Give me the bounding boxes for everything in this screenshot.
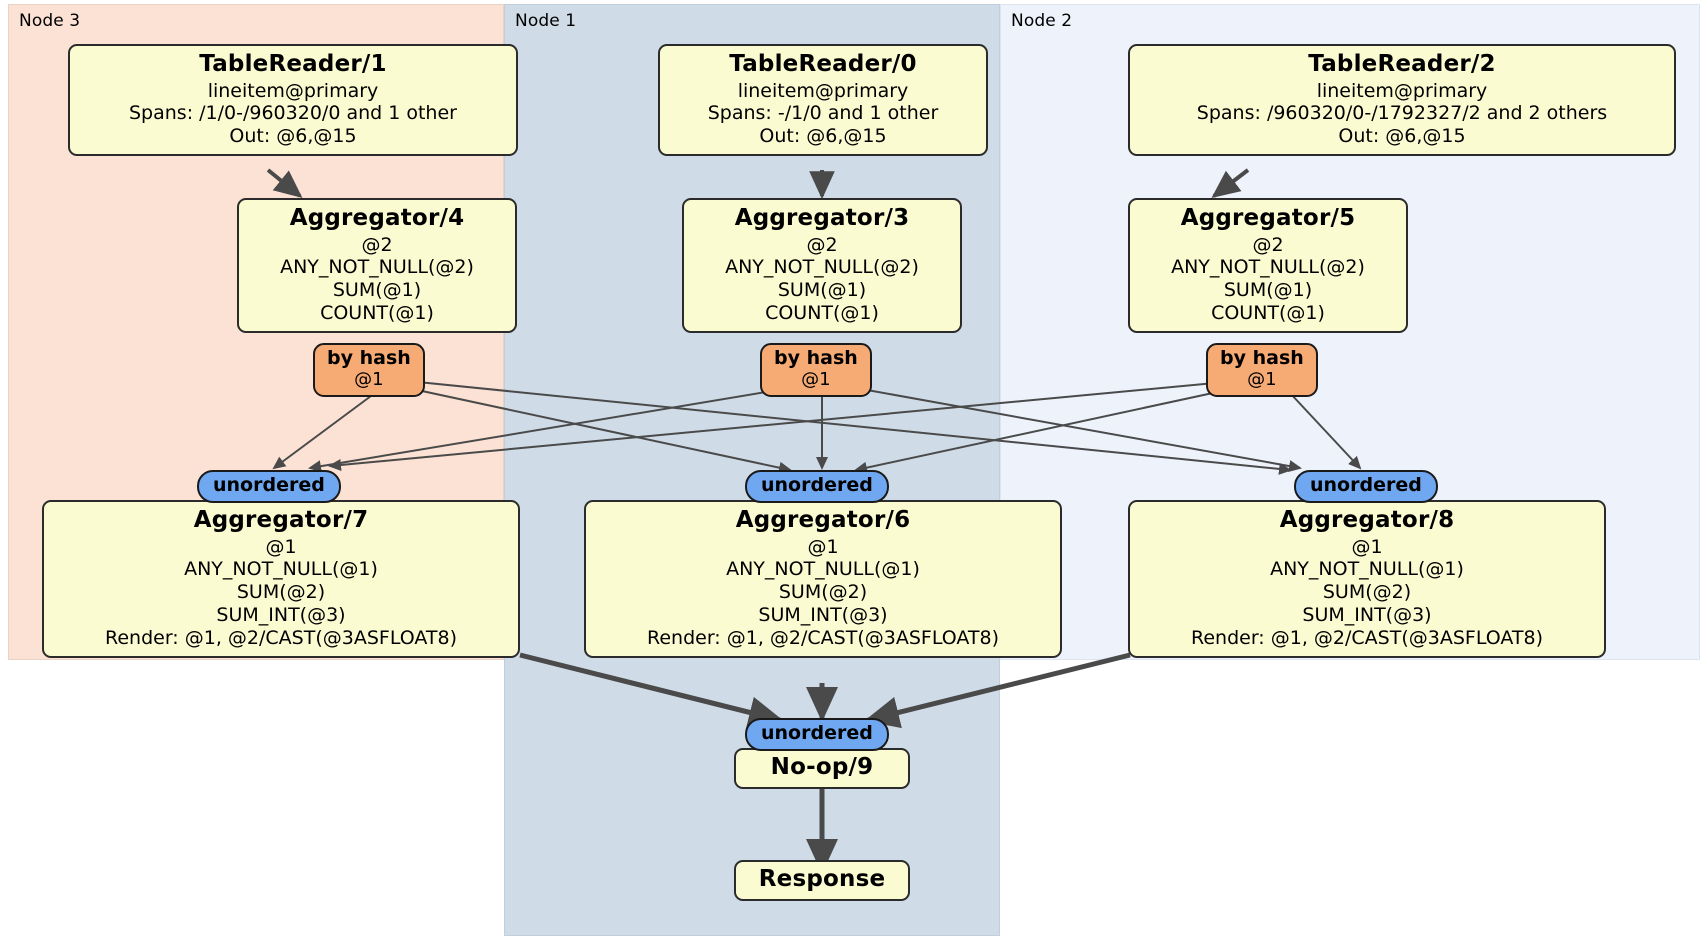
hash-router-label: by hash [1220, 347, 1304, 369]
processor-line: ANY_NOT_NULL(@2) [725, 256, 919, 279]
processor-aggregator-8[interactable]: Aggregator/8 @1 ANY_NOT_NULL(@1) SUM(@2)… [1128, 500, 1606, 658]
processor-line: ANY_NOT_NULL(@1) [726, 558, 920, 581]
processor-title: Response [758, 866, 886, 892]
processor-line: SUM(@1) [1223, 279, 1313, 302]
unordered-synchronizer-final[interactable]: unordered [745, 718, 889, 751]
processor-line: SUM_INT(@3) [1302, 603, 1432, 626]
processor-noop-9[interactable]: No-op/9 [734, 748, 910, 789]
processor-line: Out: @6,@15 [1338, 125, 1466, 148]
processor-line: SUM(@1) [332, 279, 422, 302]
unordered-synchronizer-label: unordered [761, 474, 873, 496]
processor-title: Aggregator/7 [193, 507, 369, 533]
processor-line: lineitem@primary [207, 79, 379, 102]
processor-title: Aggregator/6 [735, 507, 911, 533]
processor-line: Out: @6,@15 [229, 125, 357, 148]
hash-router-label: by hash [327, 347, 411, 369]
unordered-synchronizer-label: unordered [213, 474, 325, 496]
processor-line: Spans: -/1/0 and 1 other [707, 102, 939, 125]
processor-line: SUM_INT(@3) [216, 603, 346, 626]
processor-line: SUM(@1) [777, 279, 867, 302]
hash-router-column: @1 [354, 368, 384, 390]
processor-line: @1 [807, 535, 839, 558]
processor-line: Render: @1, @2/CAST(@3ASFLOAT8) [1191, 626, 1543, 649]
processor-line: ANY_NOT_NULL(@2) [1171, 256, 1365, 279]
node-panel-label-node2: Node 2 [1011, 11, 1073, 31]
processor-line: @1 [1351, 535, 1383, 558]
processor-title: Aggregator/8 [1279, 507, 1455, 533]
node-panel-label-node1: Node 1 [515, 11, 577, 31]
processor-title: No-op/9 [770, 754, 874, 780]
processor-line: COUNT(@1) [765, 301, 879, 324]
node-panel-label-node3: Node 3 [19, 11, 81, 31]
processor-aggregator-3[interactable]: Aggregator/3 @2 ANY_NOT_NULL(@2) SUM(@1)… [682, 198, 962, 333]
processor-title: TableReader/1 [199, 51, 387, 77]
processor-response[interactable]: Response [734, 860, 910, 901]
processor-line: SUM(@2) [236, 581, 326, 604]
unordered-synchronizer-node1[interactable]: unordered [745, 470, 889, 503]
processor-line: ANY_NOT_NULL(@1) [1270, 558, 1464, 581]
hash-router-node2[interactable]: by hash @1 [1206, 343, 1318, 397]
processor-line: lineitem@primary [1316, 79, 1488, 102]
processor-line: SUM_INT(@3) [758, 603, 888, 626]
processor-aggregator-5[interactable]: Aggregator/5 @2 ANY_NOT_NULL(@2) SUM(@1)… [1128, 198, 1408, 333]
processor-table-reader-1[interactable]: TableReader/1 lineitem@primary Spans: /1… [68, 44, 518, 156]
processor-line: Render: @1, @2/CAST(@3ASFLOAT8) [647, 626, 999, 649]
processor-line: @1 [265, 535, 297, 558]
processor-line: Out: @6,@15 [759, 125, 887, 148]
processor-line: @2 [806, 233, 838, 256]
processor-aggregator-7[interactable]: Aggregator/7 @1 ANY_NOT_NULL(@1) SUM(@2)… [42, 500, 520, 658]
processor-line: ANY_NOT_NULL(@2) [280, 256, 474, 279]
processor-line: ANY_NOT_NULL(@1) [184, 558, 378, 581]
processor-aggregator-4[interactable]: Aggregator/4 @2 ANY_NOT_NULL(@2) SUM(@1)… [237, 198, 517, 333]
unordered-synchronizer-node2[interactable]: unordered [1294, 470, 1438, 503]
processor-title: Aggregator/5 [1180, 205, 1356, 231]
hash-router-column: @1 [1247, 368, 1277, 390]
hash-router-node1[interactable]: by hash @1 [760, 343, 872, 397]
hash-router-node3[interactable]: by hash @1 [313, 343, 425, 397]
processor-title: TableReader/0 [729, 51, 917, 77]
processor-table-reader-2[interactable]: TableReader/2 lineitem@primary Spans: /9… [1128, 44, 1676, 156]
processor-line: Render: @1, @2/CAST(@3ASFLOAT8) [105, 626, 457, 649]
processor-title: TableReader/2 [1308, 51, 1496, 77]
unordered-synchronizer-label: unordered [1310, 474, 1422, 496]
hash-router-label: by hash [774, 347, 858, 369]
processor-line: Spans: /960320/0-/1792327/2 and 2 others [1196, 102, 1608, 125]
processor-line: lineitem@primary [737, 79, 909, 102]
unordered-synchronizer-node3[interactable]: unordered [197, 470, 341, 503]
processor-line: Spans: /1/0-/960320/0 and 1 other [129, 102, 457, 125]
hash-router-column: @1 [801, 368, 831, 390]
processor-line: COUNT(@1) [1211, 301, 1325, 324]
unordered-synchronizer-label: unordered [761, 722, 873, 744]
processor-line: COUNT(@1) [320, 301, 434, 324]
processor-title: Aggregator/4 [289, 205, 465, 231]
processor-table-reader-0[interactable]: TableReader/0 lineitem@primary Spans: -/… [658, 44, 988, 156]
processor-line: SUM(@2) [1322, 581, 1412, 604]
processor-aggregator-6[interactable]: Aggregator/6 @1 ANY_NOT_NULL(@1) SUM(@2)… [584, 500, 1062, 658]
processor-line: @2 [361, 233, 393, 256]
processor-line: SUM(@2) [778, 581, 868, 604]
processor-line: @2 [1252, 233, 1284, 256]
processor-title: Aggregator/3 [734, 205, 910, 231]
